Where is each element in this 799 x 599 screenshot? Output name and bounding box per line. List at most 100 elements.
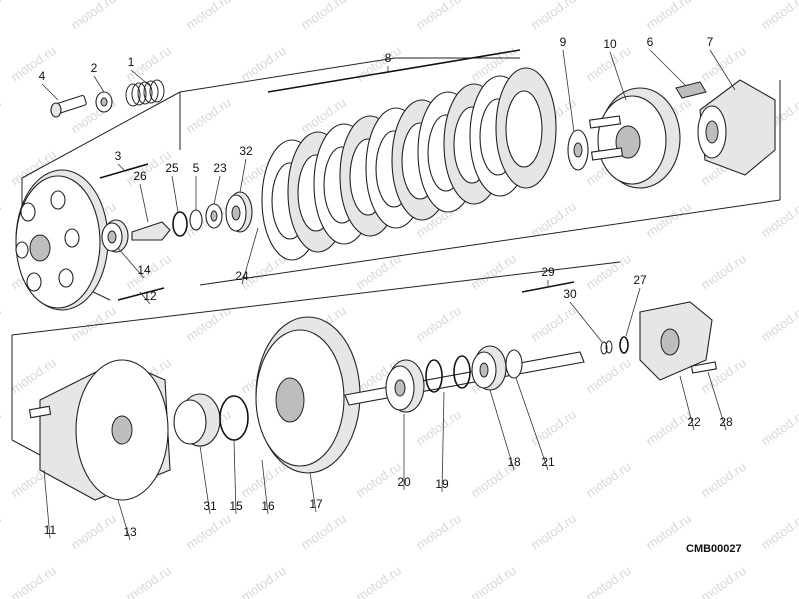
lower-assembly-frame <box>11 261 621 456</box>
key-part-6 <box>675 81 707 99</box>
watermark-text: motod.ru <box>643 199 694 241</box>
callout-leader-18 <box>489 389 515 471</box>
callout-leader-2 <box>93 75 105 93</box>
callout-leader-16 <box>261 459 269 515</box>
bushing-part-23 <box>205 203 223 229</box>
callout-label-28: 28 <box>719 415 733 429</box>
ring-part-21 <box>505 349 523 379</box>
diagram-code: CMB00027 <box>686 543 742 555</box>
callout-label-2: 2 <box>91 61 98 75</box>
callout-leader-19 <box>441 391 445 493</box>
watermark-text: motod.ru <box>238 563 289 599</box>
callout-label-9: 9 <box>560 35 567 49</box>
watermark-text: motod.ru <box>0 303 4 345</box>
watermark-text: motod.ru <box>758 511 799 553</box>
callout-leader-7 <box>709 49 736 91</box>
watermark-text: motod.ru <box>413 407 464 449</box>
sleeve-part-32 <box>225 191 253 233</box>
watermark-text: motod.ru <box>528 511 579 553</box>
watermark-text: motod.ru <box>528 0 579 32</box>
callout-label-6: 6 <box>647 35 654 49</box>
watermark-text: motod.ru <box>0 0 4 32</box>
watermark-text: motod.ru <box>583 251 634 293</box>
callout-leader-15 <box>233 439 237 515</box>
callout-label-21: 21 <box>541 455 555 469</box>
pushrod-part-26 <box>131 221 171 241</box>
clutch-hub-part-10 <box>588 87 681 189</box>
callout-leader-12 <box>139 291 151 305</box>
watermark-text: motod.ru <box>298 511 349 553</box>
bushing-part-31 <box>173 393 221 447</box>
callout-label-27: 27 <box>633 273 647 287</box>
watermark-text: motod.ru <box>468 251 519 293</box>
callout-label-25: 25 <box>165 161 179 175</box>
callout-label-14: 14 <box>137 263 151 277</box>
ring-part-5 <box>189 209 203 231</box>
callout-label-30: 30 <box>563 287 577 301</box>
watermark-text: motod.ru <box>183 95 234 137</box>
watermark-text: motod.ru <box>468 563 519 599</box>
watermark-text: motod.ru <box>758 303 799 345</box>
callout-leader-21 <box>515 377 549 471</box>
callout-leader-26 <box>139 183 149 223</box>
callout-label-1: 1 <box>128 55 135 69</box>
watermark-text: motod.ru <box>413 303 464 345</box>
spring-part-1 <box>125 79 165 107</box>
watermark-text: motod.ru <box>8 563 59 599</box>
watermark-text: motod.ru <box>583 355 634 397</box>
callout-label-10: 10 <box>603 37 617 51</box>
callout-leader-24 <box>241 227 259 285</box>
callout-label-12: 12 <box>143 289 157 303</box>
callout-leader-3 <box>117 163 125 171</box>
callout-label-7: 7 <box>707 35 714 49</box>
watermark-text: motod.ru <box>698 355 749 397</box>
watermark-text: motod.ru <box>528 407 579 449</box>
callout-label-19: 19 <box>435 477 449 491</box>
callout-leader-23 <box>213 175 221 205</box>
watermark-text: motod.ru <box>413 0 464 32</box>
watermark-text: motod.ru <box>0 511 4 553</box>
callout-leader-14 <box>117 247 145 279</box>
watermark-text: motod.ru <box>643 407 694 449</box>
oring-part-25 <box>172 211 188 237</box>
callout-leader-9 <box>562 49 575 133</box>
callout-label-26: 26 <box>133 169 147 183</box>
watermark-text: motod.ru <box>758 0 799 32</box>
callout-leader-22 <box>679 375 695 431</box>
callout-label-20: 20 <box>397 475 411 489</box>
watermark-text: motod.ru <box>528 199 579 241</box>
callout-leader-17 <box>309 471 317 513</box>
bearing-part-20 <box>385 359 425 413</box>
pressure-plate-part-3 <box>15 169 109 311</box>
callout-leader-11 <box>43 469 51 539</box>
watermark-text: motod.ru <box>68 511 119 553</box>
clutch-plate-bore <box>505 90 543 168</box>
watermark-text: motod.ru <box>528 303 579 345</box>
callout-label-24: 24 <box>235 269 249 283</box>
callout-leader-31 <box>199 445 211 515</box>
callout-leader-10 <box>609 51 627 101</box>
watermark-text: motod.ru <box>8 43 59 85</box>
watermark-text: motod.ru <box>413 511 464 553</box>
callout-leader-1 <box>130 69 151 87</box>
callout-label-22: 22 <box>687 415 701 429</box>
watermark-text: motod.ru <box>0 407 4 449</box>
washer-part-2 <box>95 91 113 113</box>
watermark-text: motod.ru <box>583 459 634 501</box>
callout-label-31: 31 <box>203 499 217 513</box>
callout-leader-6 <box>649 49 687 87</box>
bearing-part-14 <box>101 219 129 253</box>
watermark-text: motod.ru <box>353 251 404 293</box>
watermark-text: motod.ru <box>698 459 749 501</box>
watermark-text: motod.ru <box>758 407 799 449</box>
callout-label-5: 5 <box>193 161 200 175</box>
watermark-text: motod.ru <box>183 511 234 553</box>
clutch-basket-part-13 <box>28 359 171 501</box>
watermark-text: motod.ru <box>583 563 634 599</box>
watermark-text: motod.ru <box>123 563 174 599</box>
watermark-text: motod.ru <box>0 199 4 241</box>
callout-leader-25 <box>171 175 179 213</box>
watermark-text: motod.ru <box>758 199 799 241</box>
clutch-plate-stack-part-8 <box>261 67 557 261</box>
